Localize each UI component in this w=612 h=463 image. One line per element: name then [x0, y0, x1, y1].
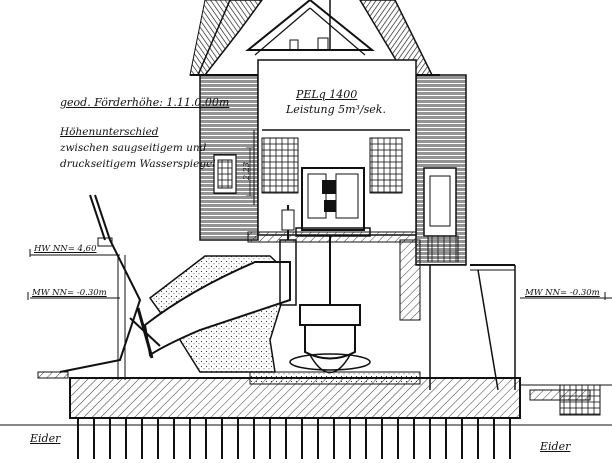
foundation-piles	[77, 418, 511, 459]
right-wall	[415, 74, 467, 266]
label-level-inside-high: HW NN= 4,60	[34, 244, 97, 254]
label-level-outside: MW NN= -0.30m	[525, 288, 600, 298]
right-discharge	[429, 264, 612, 416]
water-level-markers	[27, 249, 606, 300]
label-diff-line2: zwischen saugseitigem und	[60, 142, 207, 154]
label-diff-line1: Höhenunterschied	[60, 126, 159, 138]
left-wall	[199, 74, 259, 241]
dimension-line	[246, 147, 254, 197]
label-vertical-dimension: 2.23	[242, 162, 251, 180]
foundation	[0, 371, 612, 459]
label-pump-capacity: Leistung 5m³/sek.	[286, 103, 386, 116]
pump-shaft	[289, 236, 371, 374]
label-river-right: Eider	[540, 440, 571, 453]
motor-unit	[295, 167, 371, 237]
left-embankment	[30, 194, 142, 380]
label-river-left: Eider	[30, 432, 61, 445]
floor-slab	[247, 231, 421, 321]
label-pump-type: PELq 1400	[296, 88, 358, 101]
label-delivery-head: geod. Förderhöhe: 1.11.0.00m	[60, 96, 230, 109]
label-diff-line3: druckseitigem Wasserspiegel	[60, 158, 216, 170]
suction-channel	[129, 205, 297, 373]
label-level-inside-low: MW NN= -0.30m	[32, 288, 107, 298]
